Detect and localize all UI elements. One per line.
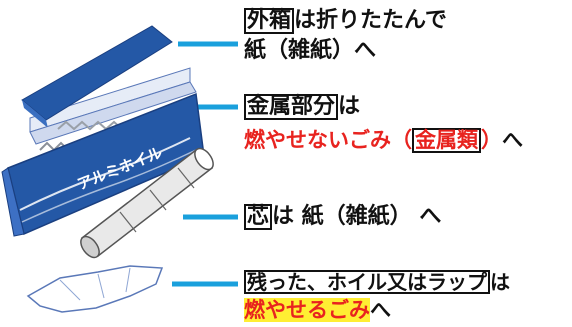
blade-destination-part1: 燃やせないごみ（ bbox=[244, 128, 412, 152]
core-title: 芯は 紙（雑紙） へ bbox=[244, 204, 441, 230]
blade-title: 金属部分は bbox=[244, 94, 360, 120]
blade-destination-metal: 金属類 bbox=[412, 128, 481, 153]
box-title: 外箱は折りたたんで bbox=[244, 8, 447, 34]
core-title-rest: は 紙（雑紙） へ bbox=[272, 204, 442, 229]
core-title-keyword: 芯 bbox=[244, 204, 273, 230]
foil-destination: 燃やせるごみへ bbox=[244, 298, 391, 322]
foil-destination-burnable: 燃やせるごみ bbox=[244, 298, 370, 322]
box-title-keyword: 外箱 bbox=[244, 8, 295, 34]
box-destination: 紙（雑紙）へ bbox=[244, 38, 377, 63]
blade-title-rest: は bbox=[338, 94, 361, 119]
core-tube-illustration bbox=[80, 147, 214, 259]
foil-title-rest: は bbox=[490, 270, 510, 294]
crumpled-foil-illustration bbox=[26, 265, 164, 313]
foil-title: 残った、ホイル又はラップは bbox=[244, 270, 510, 294]
foil-box-illustration: アルミホイル bbox=[1, 25, 205, 237]
foil-title-keyword: 残った、ホイル又はラップ bbox=[244, 270, 490, 294]
box-title-rest: は折りたたんで bbox=[294, 8, 447, 33]
foil-destination-tail: へ bbox=[370, 298, 391, 322]
blade-destination: 燃やせないごみ（金属類）へ bbox=[244, 128, 523, 153]
blade-title-keyword: 金属部分 bbox=[244, 94, 339, 120]
blade-destination-tail: へ bbox=[502, 128, 523, 152]
blade-destination-part2: ） bbox=[481, 128, 502, 152]
